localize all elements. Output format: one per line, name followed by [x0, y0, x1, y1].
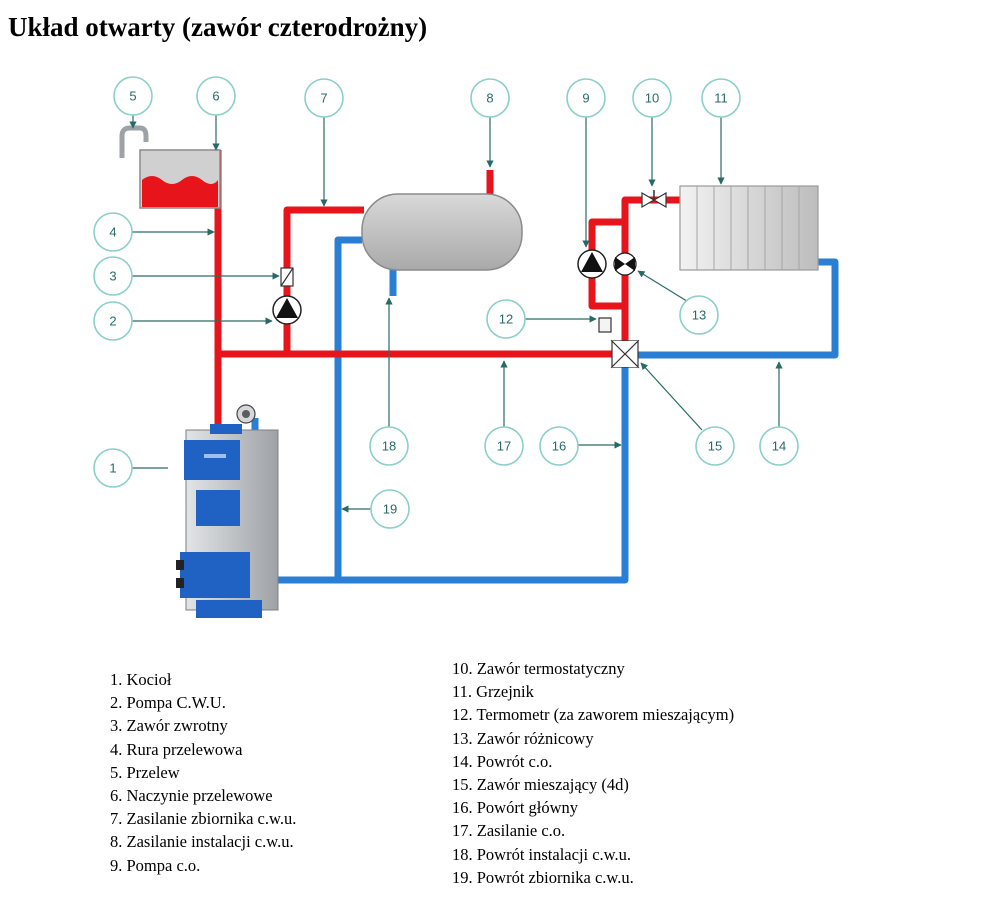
callout-leaders	[129, 114, 783, 513]
callout-number-19: 19	[383, 502, 397, 517]
tank-return-pipe	[334, 236, 362, 580]
boiler	[176, 404, 279, 618]
callout-number-16: 16	[552, 439, 566, 454]
callout-number-7: 7	[320, 91, 327, 106]
legend-item: 11. Grzejnik	[452, 682, 534, 702]
co-return-pipe	[638, 258, 839, 359]
legend-item: 4. Rura przelewowa	[110, 739, 243, 759]
callout-8	[470, 78, 510, 118]
legend-item: 18. Powrót instalacji c.w.u.	[452, 844, 632, 864]
callout-17	[484, 426, 524, 466]
tank-supply-pipe	[283, 206, 364, 354]
callout-12	[486, 299, 526, 339]
callout-10	[632, 78, 672, 118]
callout-19	[370, 489, 410, 529]
heating-diagram: 1 2 3 4 5 6 7 8 9 10 11 12 13 14 15 16 1…	[93, 76, 839, 618]
legend-item: 5. Przelew	[110, 762, 180, 782]
expansion-vessel	[139, 149, 221, 209]
callout-number-2: 2	[109, 314, 116, 329]
radiator	[679, 185, 819, 271]
callout-number-17: 17	[497, 439, 511, 454]
legend-right: 10. Zawór termostatyczny 11. Grzejnik 12…	[452, 657, 734, 889]
check-valve	[280, 267, 294, 287]
co-pump	[577, 249, 607, 279]
legend-item: 9. Pompa c.o.	[110, 855, 201, 875]
callout-11	[701, 78, 741, 118]
thermostatic-valve	[641, 190, 667, 209]
legend-item: 6. Naczynie przelewowe	[110, 786, 273, 806]
legend-item: 16. Powórt główny	[452, 798, 579, 818]
callout-number-6: 6	[212, 89, 219, 104]
main-return-pipe	[270, 355, 629, 584]
callout-3	[93, 256, 133, 296]
callout-number-10: 10	[645, 91, 659, 106]
diagram-title: Układ otwarty (zawór czterodrożny)	[8, 12, 428, 42]
legend-item: 13. Zawór różnicowy	[452, 728, 594, 748]
legend-item: 14. Powrót c.o.	[452, 751, 553, 771]
callout-1	[93, 448, 133, 488]
callout-number-9: 9	[582, 91, 589, 106]
callout-number-5: 5	[129, 89, 136, 104]
callout-number-13: 13	[692, 308, 706, 323]
callout-6	[196, 76, 236, 116]
callout-7	[304, 78, 344, 118]
callout-number-8: 8	[486, 91, 493, 106]
callout-number-1: 1	[109, 461, 116, 476]
thermometer	[598, 317, 612, 333]
legend-item: 10. Zawór termostatyczny	[452, 659, 625, 678]
legend-item: 1. Kocioł	[110, 670, 172, 689]
callouts	[93, 76, 799, 529]
callout-16	[539, 426, 579, 466]
callout-13	[679, 295, 719, 335]
callout-14	[759, 426, 799, 466]
hot-water-tank	[361, 193, 523, 271]
callout-15	[695, 426, 735, 466]
legend-item: 15. Zawór mieszający (4d)	[452, 775, 629, 795]
legend-item: 7. Zasilanie zbiornika c.w.u.	[110, 809, 297, 829]
legend-item: 12. Termometr (za zaworem mieszającym)	[452, 705, 735, 725]
radiator-supply-pipe	[621, 196, 680, 222]
callout-2	[93, 301, 133, 341]
legend-item: 19. Powrót zbiornika c.w.u.	[452, 867, 634, 887]
return-pipes	[251, 236, 839, 584]
legend-item: 3. Zawór zwrotny	[110, 716, 228, 736]
callout-5	[113, 76, 153, 116]
legend-item: 2. Pompa C.W.U.	[110, 693, 226, 713]
callout-number-4: 4	[109, 225, 116, 240]
callout-numbers: 1 2 3 4 5 6 7 8 9 10 11 12 13 14 15 16 1…	[109, 89, 786, 517]
callout-4	[93, 212, 133, 252]
legend-item: 8. Zasilanie instalacji c.w.u.	[110, 832, 294, 852]
callout-number-18: 18	[382, 439, 396, 454]
callout-number-11: 11	[714, 91, 728, 106]
legend-item: 17. Zasilanie c.o.	[452, 821, 566, 841]
supply-pipes	[214, 150, 680, 432]
callout-18	[369, 426, 409, 466]
callout-number-3: 3	[109, 269, 116, 284]
cwu-pump	[272, 295, 302, 325]
legend-left: 1. Kocioł 2. Pompa C.W.U. 3. Zawór zwrot…	[110, 668, 296, 877]
callout-number-15: 15	[708, 439, 722, 454]
callout-9	[566, 78, 606, 118]
mixing-valve-4way	[610, 339, 640, 369]
differential-valve	[613, 252, 637, 276]
callout-number-12: 12	[499, 312, 513, 327]
callout-number-14: 14	[772, 439, 786, 454]
